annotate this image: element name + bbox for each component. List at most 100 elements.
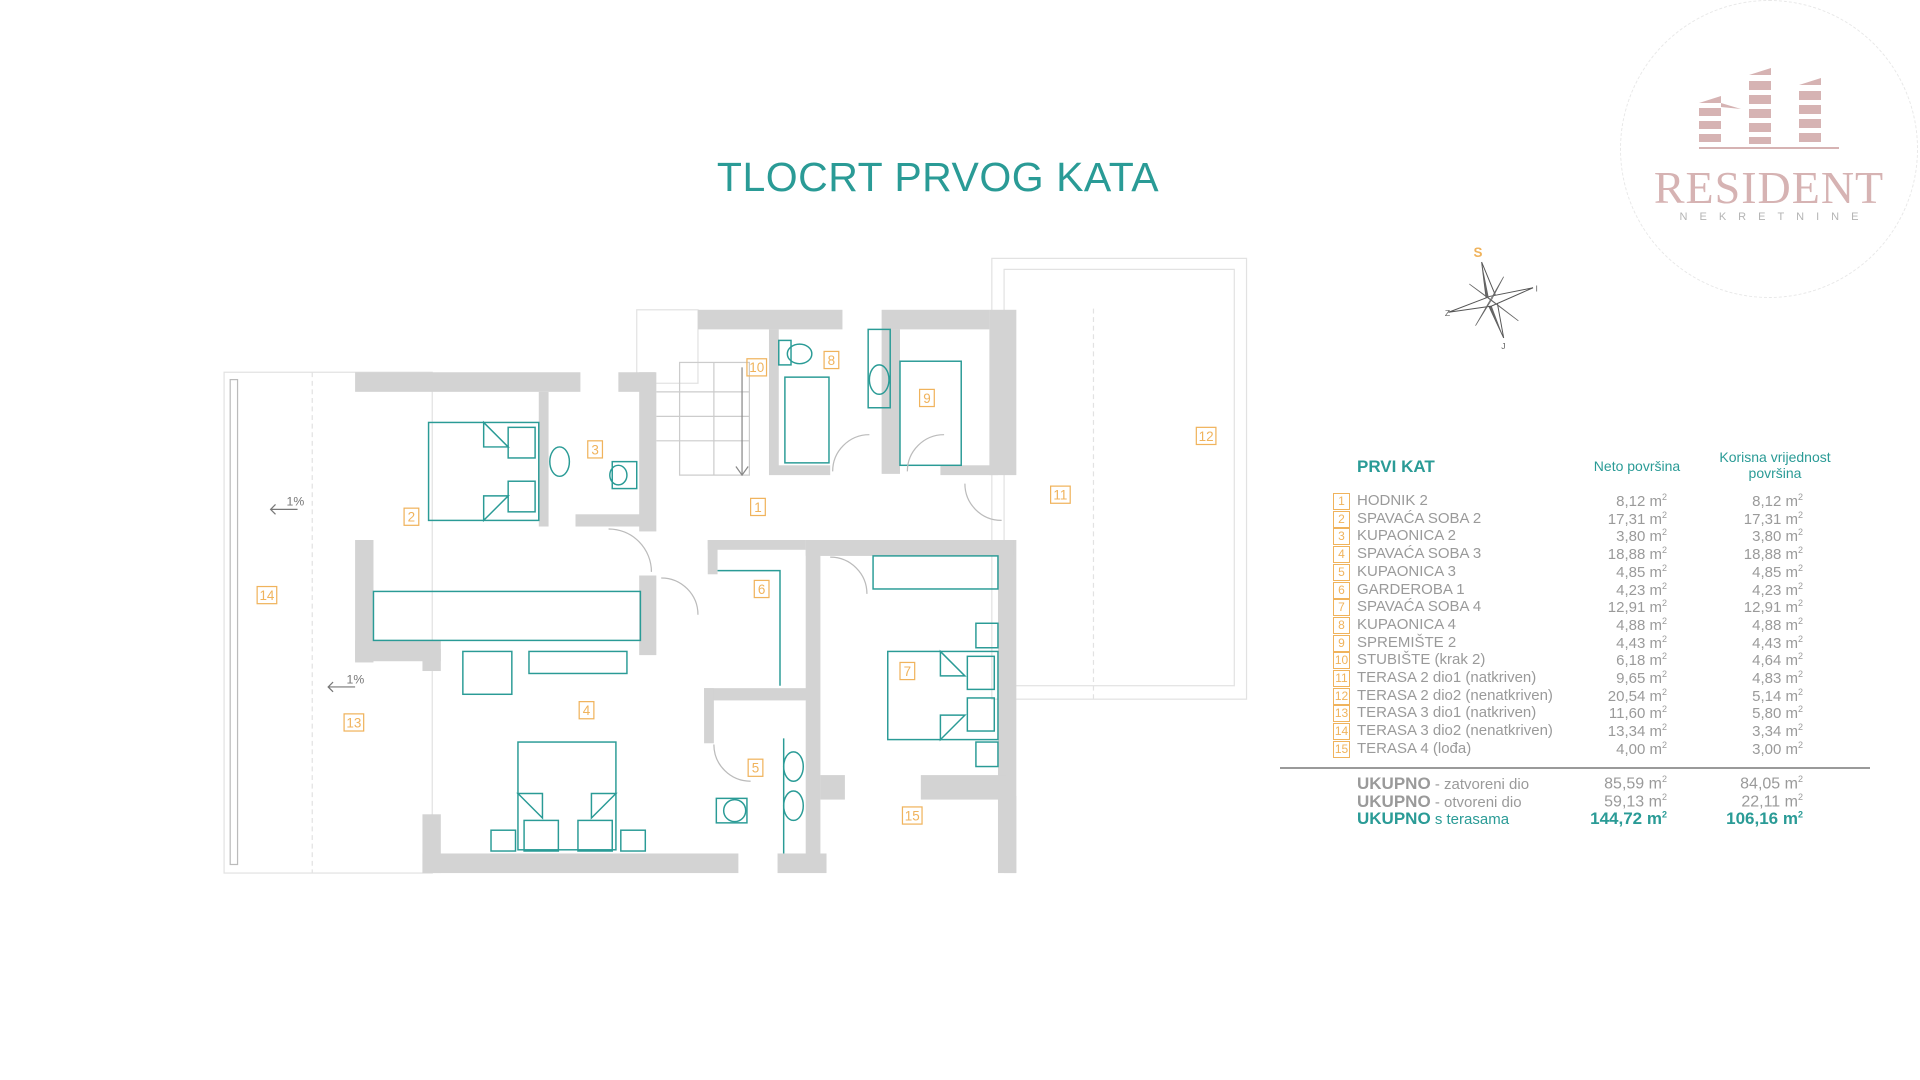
room-name: TERASA 2 dio1 (natkriven) (1357, 669, 1537, 686)
room-name: TERASA 3 dio1 (natkriven) (1357, 704, 1537, 722)
room-marker: 13 (343, 713, 365, 732)
room-name: SPREMIŠTE 2 (1357, 633, 1457, 651)
room-marker: 12 (1195, 426, 1217, 446)
net-area: 12,91 m2 (1607, 598, 1667, 617)
compass-south-label: J (1501, 341, 1505, 351)
room-marker: 8 (823, 350, 840, 370)
staircase (656, 361, 750, 477)
room-number: 3 (591, 442, 598, 457)
room-name: GARDEROBA 1 (1357, 580, 1465, 598)
room-name: SPAVAĆA SOBA 3 (1357, 545, 1482, 563)
room-name: KUPAONICA 4 (1357, 615, 1456, 633)
total-net: 59,13 m2 (1604, 791, 1667, 811)
row-number-badge: 5 (1333, 563, 1350, 581)
logo-tagline: NEKRETNINE (1679, 211, 1871, 223)
net-area: 11,60 m2 (1608, 704, 1667, 723)
furniture (372, 328, 999, 854)
room-number: 9 (923, 391, 930, 406)
room-marker: 3 (587, 440, 604, 459)
row-number-badge: 13 (1333, 705, 1350, 723)
total-label: UKUPNO - zatvoreni dio (1357, 774, 1530, 793)
room-number: 2 (408, 510, 415, 525)
room-marker: 5 (747, 758, 764, 777)
useful-area: 5,80 m2 (1752, 704, 1803, 723)
room-number: 11 (1053, 488, 1067, 503)
room-name: KUPAONICA 3 (1357, 562, 1456, 580)
table-section-title: PRVI KAT (1357, 457, 1435, 476)
room-marker: 4 (578, 701, 595, 720)
useful-area: 8,12 m2 (1752, 492, 1803, 510)
net-area: 18,88 m2 (1607, 545, 1667, 564)
net-area: 13,34 m2 (1607, 722, 1667, 741)
room-marker: 9 (918, 388, 935, 408)
useful-area: 4,88 m2 (1752, 615, 1803, 634)
resident-logo: RESIDENT NEKRETNINE (1620, 0, 1918, 298)
room-name: SPAVAĆA SOBA 2 (1357, 509, 1482, 527)
row-number-badge: 11 (1333, 670, 1350, 687)
row-number-badge: 4 (1333, 546, 1350, 564)
room-number: 7 (904, 664, 911, 679)
row-number-badge: 8 (1333, 616, 1350, 634)
total-net: 85,59 m2 (1604, 774, 1667, 793)
useful-area: 12,91 m2 (1743, 598, 1803, 617)
room-marker: 10 (746, 358, 768, 377)
col-header-useful: Korisna vrijednost (1719, 449, 1831, 465)
total-label: UKUPNO - otvoreni dio (1357, 791, 1522, 811)
room-number: 6 (758, 582, 765, 597)
room-name: HODNIK 2 (1357, 492, 1428, 509)
room-marker: 1 (750, 497, 766, 517)
net-area: 9,65 m2 (1616, 669, 1667, 687)
useful-area: 4,83 m2 (1752, 669, 1803, 687)
net-area: 4,88 m2 (1616, 615, 1667, 634)
page-title: TLOCRT PRVOG KATA (716, 154, 1160, 200)
room-marker: 6 (753, 579, 770, 599)
doors (608, 434, 1002, 782)
net-area: 8,12 m2 (1616, 492, 1667, 510)
room-name: KUPAONICA 2 (1357, 527, 1456, 545)
useful-area: 5,14 m2 (1752, 686, 1803, 705)
row-number-badge: 9 (1333, 634, 1350, 652)
row-number-badge: 15 (1333, 740, 1350, 758)
row-number-badge: 3 (1333, 528, 1350, 546)
net-area: 17,31 m2 (1607, 509, 1667, 528)
room-name: TERASA 3 dio2 (nenatkriven) (1357, 722, 1553, 740)
logo-brand: RESIDENT (1653, 162, 1885, 213)
room-marker: 2 (403, 507, 420, 526)
room-number: 12 (1199, 429, 1214, 444)
room-number: 1 (754, 500, 761, 515)
net-area: 4,23 m2 (1616, 580, 1667, 599)
buildings-logo-icon (1699, 68, 1839, 149)
slope-label: 1% (347, 672, 365, 686)
useful-area: 3,80 m2 (1752, 527, 1803, 546)
room-name: STUBIŠTE (krak 2) (1357, 651, 1486, 669)
room-number: 15 (905, 808, 920, 823)
room-marker: 7 (899, 661, 916, 681)
slope-label: 1% (287, 495, 305, 509)
row-number-badge: 6 (1333, 581, 1350, 599)
room-marker: 15 (901, 806, 923, 825)
useful-area: 4,85 m2 (1752, 562, 1803, 581)
net-area: 3,80 m2 (1616, 527, 1667, 546)
total-useful: 84,05 m2 (1740, 774, 1803, 793)
row-number-badge: 12 (1333, 687, 1350, 705)
row-number-badge: 14 (1333, 723, 1350, 741)
room-number: 5 (752, 761, 759, 776)
useful-area: 4,43 m2 (1752, 633, 1803, 652)
useful-area: 4,64 m2 (1752, 651, 1803, 670)
room-number: 8 (828, 353, 835, 368)
compass-west-label: Z (1445, 308, 1450, 318)
net-area: 6,18 m2 (1616, 651, 1667, 670)
net-area: 4,00 m2 (1616, 739, 1667, 758)
walls (355, 309, 1017, 874)
row-number-badge: 10 (1333, 652, 1350, 670)
net-area: 4,43 m2 (1616, 633, 1667, 652)
useful-area: 17,31 m2 (1743, 509, 1803, 528)
row-number-badge: 7 (1333, 599, 1350, 617)
table-divider (1280, 767, 1870, 769)
row-number-badge: 2 (1333, 510, 1350, 528)
total-useful: 22,11 m2 (1741, 791, 1803, 811)
room-number: 4 (583, 703, 591, 718)
room-name: TERASA 2 dio2 (nenatkriven) (1357, 686, 1553, 704)
